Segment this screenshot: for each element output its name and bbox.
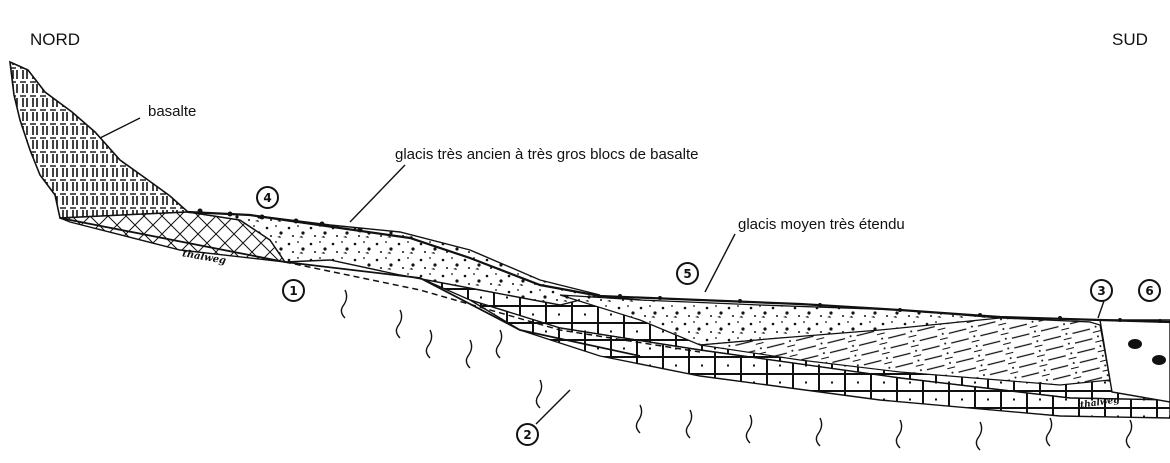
- north-label: NORD: [30, 30, 80, 50]
- marker-6: 6: [1138, 279, 1161, 302]
- glacis-moyen-label: glacis moyen très étendu: [738, 216, 905, 233]
- marker-1: 1: [282, 279, 305, 302]
- marker-5: 5: [676, 262, 699, 285]
- basalt-scarp: [10, 62, 188, 218]
- marker-4: 4: [256, 186, 279, 209]
- south-label: SUD: [1112, 30, 1148, 50]
- basalte-label: basalte: [148, 103, 196, 120]
- marker-2: 2: [516, 423, 539, 446]
- glacis-ancien-label: glacis très ancien à très gros blocs de …: [395, 146, 699, 163]
- marker-3: 3: [1090, 279, 1113, 302]
